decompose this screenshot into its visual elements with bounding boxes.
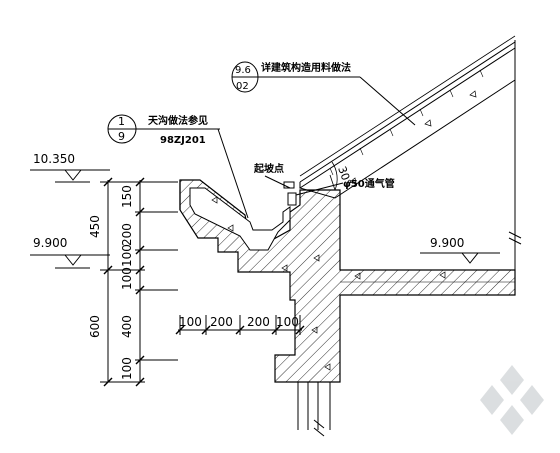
- vent-pipe-label: φ50通气管: [343, 177, 395, 190]
- elevation-right: 9.900: [420, 236, 500, 264]
- dim-inner-6: 100: [120, 357, 134, 380]
- dim-h-4: 100: [276, 315, 299, 329]
- dim-outer-1: 450: [88, 215, 102, 238]
- roof-ref-bottom: 02: [236, 81, 249, 92]
- dim-inner-4: 100: [120, 267, 134, 290]
- slope-start-label: 起坡点: [253, 162, 284, 175]
- dim-outer-2: 600: [88, 315, 102, 338]
- horizontal-dimensions: [175, 315, 305, 335]
- watermark-logo: [480, 365, 544, 435]
- roof-callout: 9.6 02 详建筑构造用料做法: [231, 61, 416, 126]
- dim-inner-5: 400: [120, 315, 134, 338]
- dim-h-2: 200: [210, 315, 233, 329]
- angle-mark: 30°: [329, 161, 354, 191]
- dim-inner-3: 100: [120, 244, 134, 267]
- dim-inner-1: 150: [120, 185, 134, 208]
- elevation-mid: 9.900: [30, 236, 110, 269]
- gutter-std: 98ZJ201: [160, 135, 206, 146]
- gutter-ref-top: 1: [118, 115, 125, 128]
- elevation-right-label: 9.900: [430, 236, 464, 250]
- gutter-ref-bottom: 9: [118, 130, 125, 143]
- elevation-top-label: 10.350: [33, 152, 75, 166]
- roof-note: 详建筑构造用料做法: [261, 61, 351, 74]
- roof-slab: [298, 35, 516, 199]
- roof-ref-top: 9.6: [235, 65, 251, 76]
- angle-label: 30°: [335, 165, 354, 188]
- vertical-dimensions: [100, 177, 178, 387]
- dim-h-1: 100: [179, 315, 202, 329]
- lower-wall: [297, 382, 331, 437]
- gutter-note: 天沟做法参见: [148, 114, 208, 127]
- gutter-callout: 1 9 天沟做法参见 98ZJ201: [107, 114, 249, 219]
- elevation-mid-label: 9.900: [33, 236, 67, 250]
- dim-h-3: 200: [247, 315, 270, 329]
- dim-inner-2: 200: [120, 223, 134, 246]
- elevation-top: 10.350: [30, 152, 110, 183]
- gutter-body: [179, 179, 516, 383]
